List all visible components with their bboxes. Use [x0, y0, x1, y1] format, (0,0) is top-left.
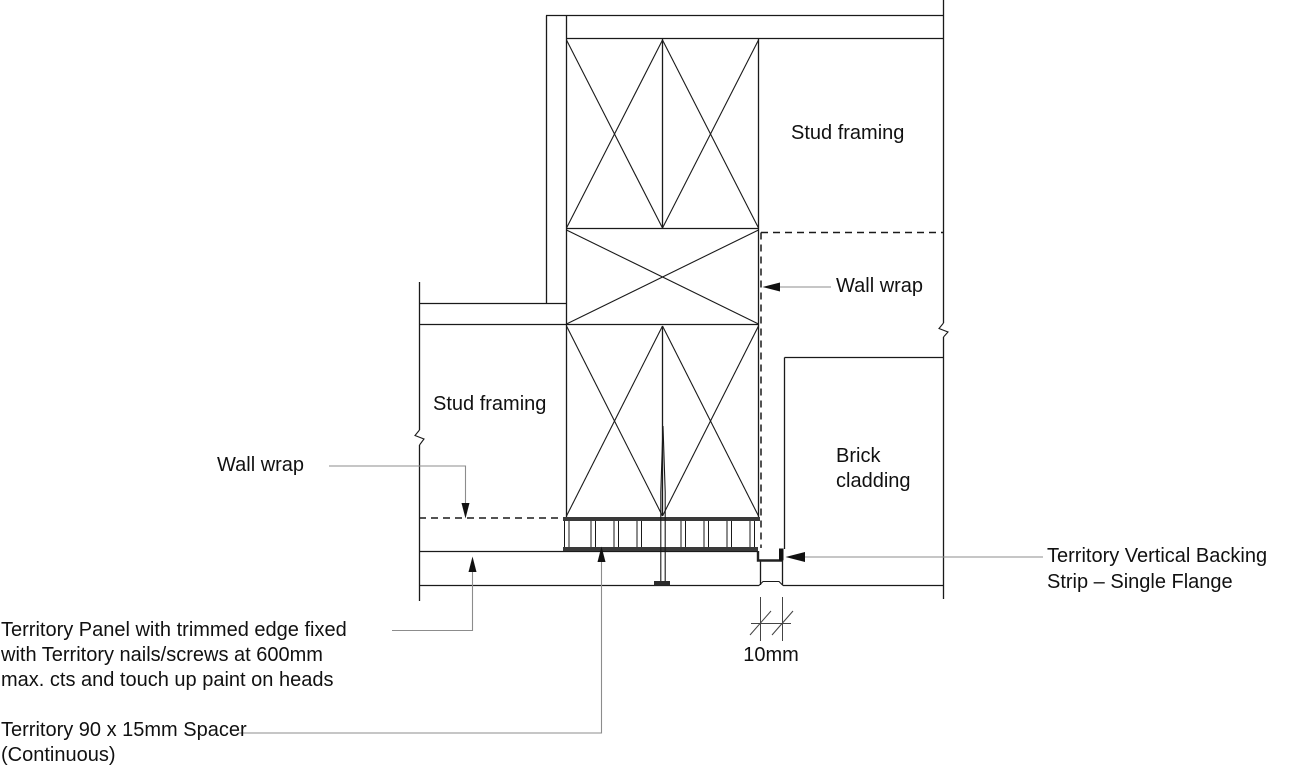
arrow-wall-wrap-right: [762, 282, 780, 292]
arrow-panel-note: [468, 556, 477, 572]
arrow-wall-wrap-left: [461, 503, 470, 519]
arrow-spacer-note: [597, 546, 606, 562]
spacer-note-label: Territory 90 x 15mm Spacer (Continuous): [1, 718, 247, 768]
stud-framing-top-label: Stud framing: [791, 122, 905, 144]
leader-arrowheads: [461, 282, 805, 572]
backing-strip: [756, 548, 784, 562]
panel-note-line2: with Territory nails/screws at 600mm: [1, 644, 323, 666]
arrow-backing-strip: [785, 552, 805, 562]
panel-note-line1: Territory Panel with trimmed edge fixed: [1, 619, 347, 641]
brick-cladding-label-line2: cladding: [836, 470, 911, 492]
panel-note-line3: max. cts and touch up paint on heads: [1, 669, 334, 691]
spacer-note-line2: (Continuous): [1, 744, 116, 766]
gap-dimension-text: 10mm: [743, 644, 799, 666]
fixing-nail: [654, 425, 670, 586]
dimension-10mm: [749, 597, 794, 641]
spacer-ladder: [563, 517, 760, 551]
backing-strip-label-line1: Territory Vertical Backing: [1047, 545, 1268, 567]
wall-outline: [414, 0, 949, 601]
territory-panel-section: [419, 550, 784, 587]
panel-note-label: Territory Panel with trimmed edge fixed …: [1, 618, 347, 693]
wall-wrap-right-label: Wall wrap: [836, 275, 924, 297]
stud-bay-bracing: [566, 39, 759, 517]
backing-strip-label: Territory Vertical Backing Strip – Singl…: [1047, 543, 1267, 595]
brick-cladding-label-line1: Brick: [836, 445, 881, 467]
brick-cladding-label: Brick cladding: [836, 444, 911, 494]
stud-framing-left-label: Stud framing: [433, 393, 547, 415]
wall-wrap-left-label: Wall wrap: [217, 454, 305, 476]
backing-strip-label-line2: Strip – Single Flange: [1047, 571, 1233, 593]
leader-lines: [238, 286, 1043, 734]
brick-cladding-outline: [783, 356, 944, 587]
spacer-note-line1: Territory 90 x 15mm Spacer: [1, 719, 247, 741]
